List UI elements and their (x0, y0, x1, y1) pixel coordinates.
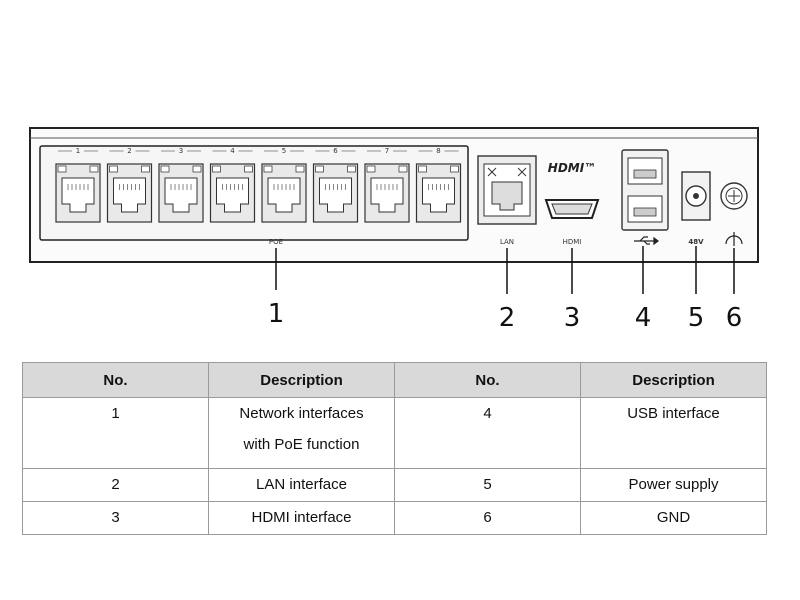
cell-no: 3 (22, 501, 209, 535)
cell-description: GND (580, 501, 767, 535)
cell-no: 5 (394, 468, 581, 502)
callout-2: 2 (499, 303, 516, 333)
callout-4: 4 (635, 303, 652, 333)
poe-port-number: 8 (436, 147, 440, 155)
interface-description-table: No. Description No. Description 1 Networ… (22, 362, 767, 535)
header-description-1: Description (208, 362, 395, 398)
cell-no: 1 (22, 397, 209, 469)
usb-ports (621, 149, 669, 246)
cell-description: Power supply (580, 468, 767, 502)
header-description-2: Description (580, 362, 767, 398)
header-no-1: No. (22, 362, 209, 398)
poe-label: POE (269, 238, 283, 246)
callout-5: 5 (688, 303, 705, 333)
poe-port-7 (364, 163, 410, 223)
table-row: 1 Network interfaces with PoE function 4… (22, 397, 767, 469)
header-no-2: No. (394, 362, 581, 398)
callout-1: 1 (268, 299, 285, 329)
poe-port-8 (415, 163, 462, 223)
poe-port-number: 5 (282, 147, 286, 155)
power-label: 48V (688, 238, 704, 246)
poe-port-number: 4 (230, 147, 235, 155)
cell-description: USB interface (580, 397, 767, 469)
table-row: 2 LAN interface 5 Power supply (22, 468, 767, 502)
poe-port-number: 2 (127, 147, 131, 155)
power-socket: 48V (681, 171, 711, 246)
table-row: 3 HDMI interface 6 GND (22, 501, 767, 535)
hdmi-logo: HDMI™ (548, 161, 596, 175)
usb-icon (634, 236, 659, 246)
poe-port-number: 6 (333, 147, 338, 155)
poe-port-3 (158, 163, 204, 223)
ground-terminal (720, 182, 748, 246)
cell-description: LAN interface (208, 468, 395, 502)
poe-port-number: 1 (76, 147, 80, 155)
callout-6: 6 (726, 303, 743, 333)
table-header-row: No. Description No. Description (22, 362, 767, 398)
ground-icon (725, 232, 743, 246)
poe-port-4 (209, 163, 256, 223)
cell-no: 6 (394, 501, 581, 535)
cell-description: Network interfaces with PoE function (208, 397, 395, 469)
poe-port-5 (261, 163, 307, 223)
cell-no: 2 (22, 468, 209, 502)
lan-port: LAN (477, 155, 537, 246)
cell-description: HDMI interface (208, 501, 395, 535)
poe-port-6 (312, 163, 359, 223)
hdmi-label: HDMI (563, 238, 582, 246)
poe-port-number: 7 (385, 147, 389, 155)
lan-label: LAN (500, 238, 514, 246)
poe-port-number: 3 (179, 147, 183, 155)
poe-port-2 (106, 163, 153, 223)
callout-3: 3 (564, 303, 581, 333)
hdmi-port: HDMI™ HDMI (544, 161, 600, 246)
leader-lines (275, 246, 735, 294)
poe-port-bay: 1 2 3 4 5 6 7 8 POE (39, 145, 469, 246)
poe-port-1 (55, 163, 101, 223)
cell-no: 4 (394, 397, 581, 469)
